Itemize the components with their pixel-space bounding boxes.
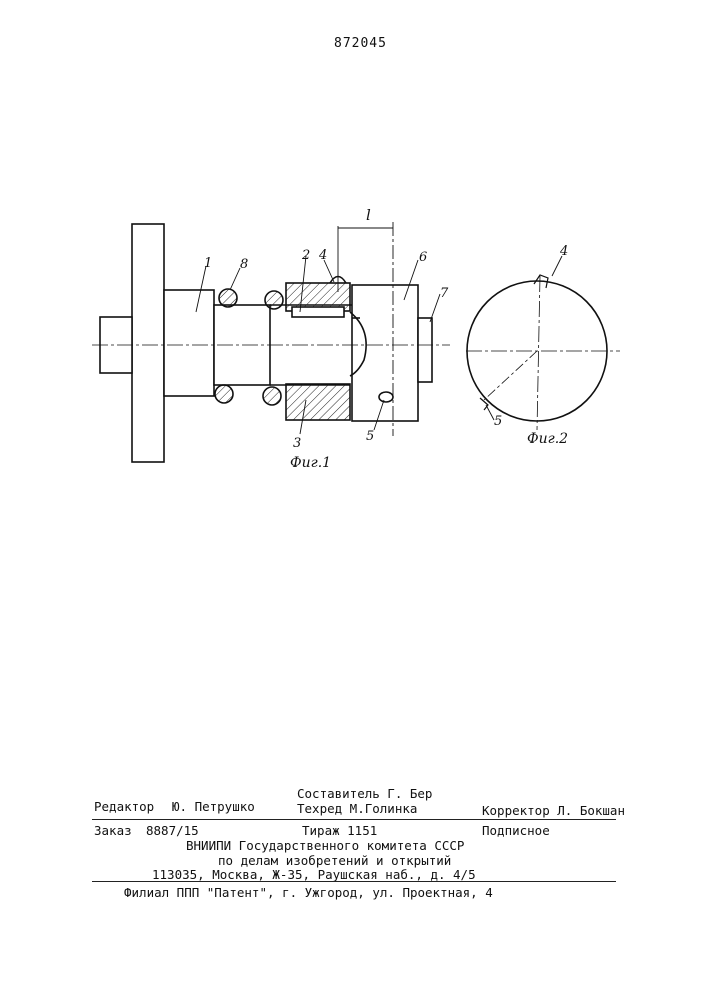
ball-8-top-left: [219, 289, 237, 307]
pin: [418, 318, 432, 382]
sleeve-bottom-hatched: [286, 384, 350, 420]
label-part-4: 4: [319, 248, 327, 263]
shaft-body: [164, 290, 214, 396]
label-fig2-4: 4: [560, 244, 568, 259]
editor-label: Редактор: [94, 799, 154, 814]
label-part-8: 8: [240, 257, 248, 272]
label-fig2-5: 5: [494, 414, 502, 429]
order-number: 8887/15: [146, 823, 199, 838]
housing: [352, 285, 418, 421]
subscription: Подписное: [482, 823, 550, 838]
label-part-1: 1: [204, 256, 212, 271]
label-part-3: 3: [293, 436, 301, 451]
org-line-3: 113035, Москва, Ж-35, Раушская наб., д. …: [152, 867, 476, 882]
corrector: Корректор Л. Бокшан: [482, 803, 625, 818]
label-part-2: 2: [302, 248, 310, 263]
dimension-label: l: [366, 206, 371, 224]
figure-2-caption: Фиг.2: [527, 431, 568, 447]
figure-1-caption: Фиг.1: [290, 455, 331, 471]
divider-top: [92, 819, 616, 820]
techred: Техред М.Голинка: [297, 801, 417, 816]
label-part-7: 7: [440, 286, 448, 301]
compiler: Составитель Г. Бер: [297, 786, 432, 801]
ball-8-bottom-left: [215, 385, 233, 403]
ball-8-bottom-right: [263, 387, 281, 405]
ball-8-top-right: [265, 291, 283, 309]
branch-address: Филиал ППП "Патент", г. Ужгород, ул. Про…: [124, 885, 493, 900]
figure-2-drawing: [466, 256, 620, 430]
editor-name: Ю. Петрушко: [172, 799, 255, 814]
label-part-5: 5: [366, 429, 374, 444]
org-line-2: по делам изобретений и открытий: [218, 853, 451, 868]
divider-bottom: [92, 881, 616, 882]
figure-1-drawing: [100, 224, 432, 462]
order-label: Заказ: [94, 823, 132, 838]
print-run: Тираж 1151: [302, 823, 377, 838]
label-part-6: 6: [419, 250, 427, 265]
org-line-1: ВНИИПИ Государственного комитета СССР: [186, 838, 464, 853]
flange: [132, 224, 164, 462]
